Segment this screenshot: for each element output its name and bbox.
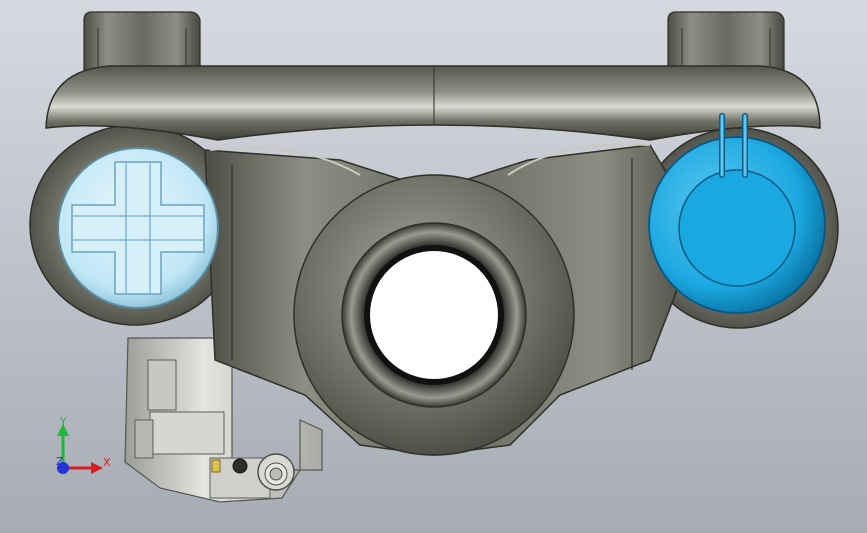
right-mount-post[interactable] <box>667 11 785 71</box>
stem-bore <box>364 245 504 385</box>
y-axis-label: Y <box>59 415 67 428</box>
right-fork-cap[interactable] <box>648 113 826 314</box>
top-crossbar[interactable] <box>45 65 821 141</box>
left-mount-post[interactable] <box>83 11 201 71</box>
x-axis-label: X <box>103 456 111 469</box>
brake-line-fitting[interactable] <box>257 453 295 491</box>
z-axis-label: Z <box>56 455 64 468</box>
lower-bracket[interactable] <box>124 337 323 503</box>
left-fork-cap[interactable] <box>57 147 219 309</box>
coordinate-triad-icon: Y X Z <box>56 415 111 474</box>
